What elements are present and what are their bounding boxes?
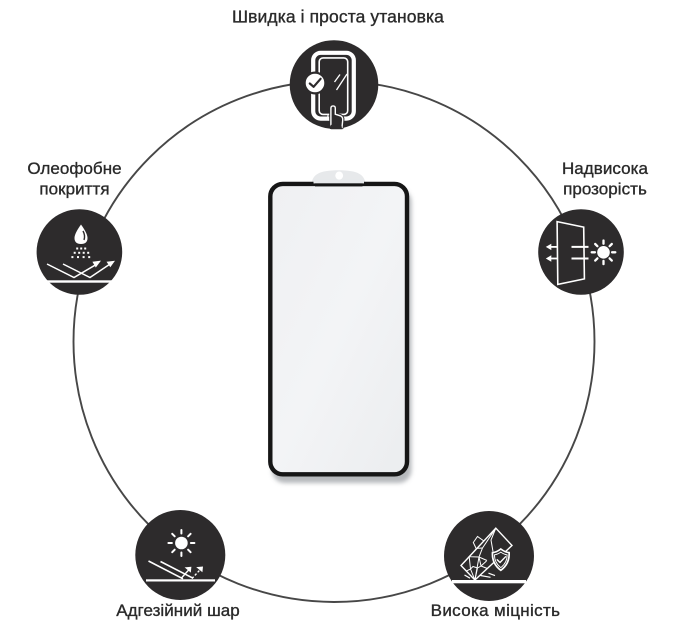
svg-text:Висока міцність: Висока міцність	[431, 601, 561, 620]
svg-text:Олеофобне: Олеофобне	[27, 159, 121, 178]
svg-text:Швидка і проста утановка: Швидка і проста утановка	[232, 7, 444, 27]
svg-text:Адгезійний шар: Адгезійний шар	[116, 601, 240, 620]
svg-text:прозорість: прозорість	[563, 180, 647, 199]
svg-text:покриття: покриття	[39, 180, 109, 199]
svg-text:Надвисока: Надвисока	[562, 159, 649, 178]
